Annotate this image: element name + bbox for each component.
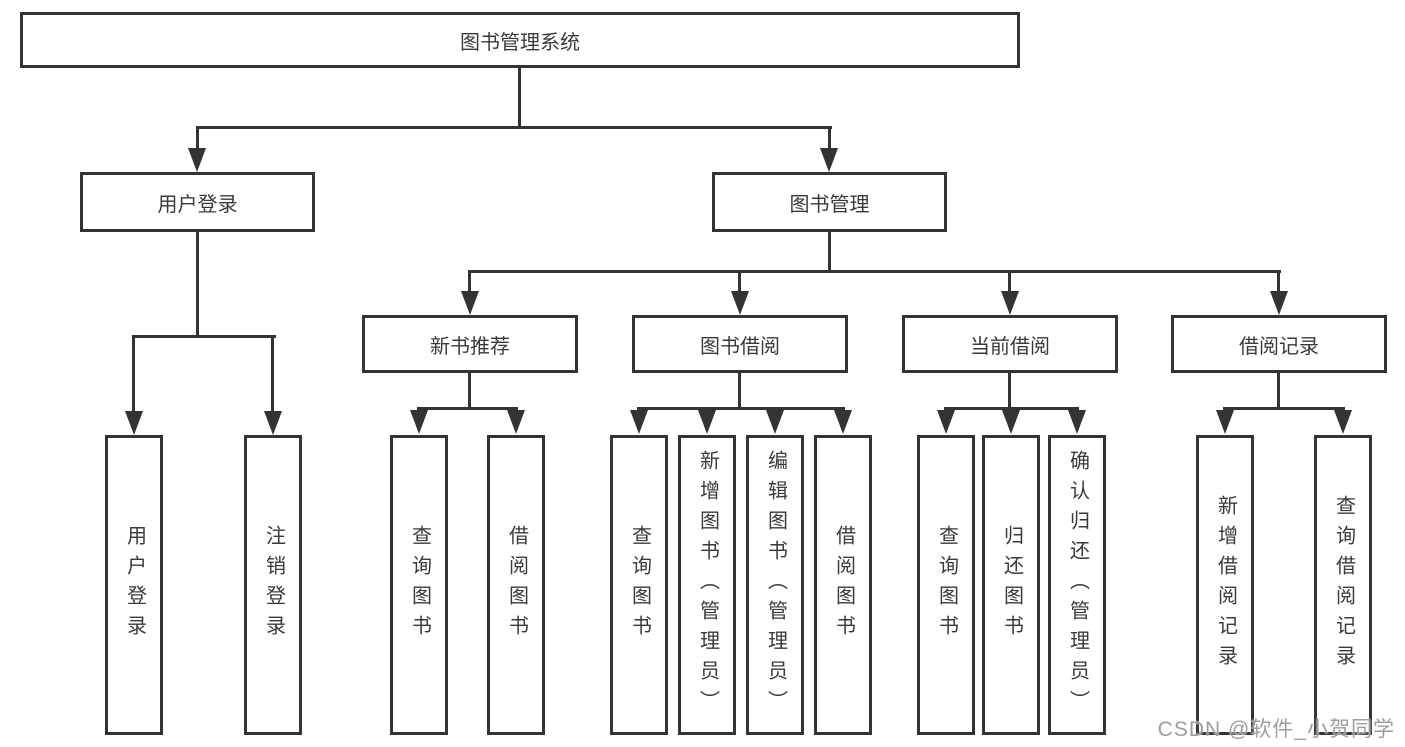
node-leaf-bb-edit-book-admin-label: 编辑图书（管理员） [764,450,787,720]
connector-line [637,407,845,410]
arrow-down-icon [1068,410,1086,434]
connector-line [828,232,831,270]
node-current-borrow: 当前借阅 [902,315,1118,373]
node-borrow-record: 借阅记录 [1171,315,1387,373]
node-current-borrow-label: 当前借阅 [970,335,1050,358]
node-new-book-recommend: 新书推荐 [362,315,578,373]
arrow-down-icon [410,410,428,434]
connector-line [417,407,518,410]
connector-line [196,126,832,129]
node-leaf-nb-query-book: 查询图书 [390,435,448,735]
connector-line [468,273,471,291]
node-leaf-user-login-label: 用户登录 [123,525,146,645]
node-leaf-logout-label: 注销登录 [262,525,285,645]
arrow-down-icon [698,410,716,434]
arrow-down-icon [820,148,838,172]
arrow-down-icon [264,411,282,435]
connector-line [1277,273,1280,291]
node-leaf-br-query-record: 查询借阅记录 [1314,435,1372,735]
arrow-down-icon [834,410,852,434]
arrow-down-icon [507,410,525,434]
node-root: 图书管理系统 [20,12,1020,68]
arrow-down-icon [766,410,784,434]
connector-line [944,407,1079,410]
node-leaf-br-add-record: 新增借阅记录 [1196,435,1254,735]
arrow-down-icon [1270,291,1288,315]
node-leaf-bb-borrow-book-label: 借阅图书 [832,525,855,645]
node-leaf-cb-confirm-return-admin-label: 确认归还（管理员） [1066,450,1089,720]
node-leaf-bb-edit-book-admin: 编辑图书（管理员） [746,435,804,735]
connector-line [738,273,741,291]
connector-line [132,335,276,338]
connector-line [196,129,199,149]
node-leaf-cb-return-book-label: 归还图书 [1000,525,1023,645]
arrow-down-icon [461,291,479,315]
arrow-down-icon [125,411,143,435]
node-book-management-label: 图书管理 [789,193,870,216]
node-leaf-bb-borrow-book: 借阅图书 [814,435,872,735]
arrow-down-icon [1334,410,1352,434]
node-leaf-nb-query-book-label: 查询图书 [408,525,431,645]
connector-line [1008,373,1011,407]
node-leaf-nb-borrow-book: 借阅图书 [487,435,545,735]
node-user-login: 用户登录 [80,172,315,232]
arrow-down-icon [630,410,648,434]
arrow-down-icon [731,291,749,315]
node-book-borrow: 图书借阅 [632,315,848,373]
node-leaf-user-login: 用户登录 [105,435,163,735]
node-user-login-label: 用户登录 [157,193,238,216]
node-leaf-bb-add-book-admin-label: 新增图书（管理员） [696,450,719,720]
node-leaf-bb-query-book: 查询图书 [610,435,668,735]
node-borrow-record-label: 借阅记录 [1239,335,1319,358]
arrow-down-icon [1001,291,1019,315]
node-leaf-br-add-record-label: 新增借阅记录 [1214,495,1237,675]
connector-line [1277,373,1280,407]
connector-line [518,68,521,126]
node-book-management: 图书管理 [712,172,947,232]
connector-line [1008,273,1011,291]
node-book-borrow-label: 图书借阅 [700,335,780,358]
node-leaf-cb-query-book: 查询图书 [917,435,975,735]
node-leaf-cb-return-book: 归还图书 [982,435,1040,735]
node-leaf-cb-query-book-label: 查询图书 [935,525,958,645]
connector-line [828,129,831,149]
node-leaf-br-query-record-label: 查询借阅记录 [1332,495,1355,675]
arrow-down-icon [1002,410,1020,434]
connector-line [132,338,135,411]
node-leaf-bb-query-book-label: 查询图书 [628,525,651,645]
node-root-label: 图书管理系统 [460,31,580,54]
arrow-down-icon [1216,410,1234,434]
node-leaf-cb-confirm-return-admin: 确认归还（管理员） [1048,435,1106,735]
connector-line [468,373,471,407]
arrow-down-icon [188,148,206,172]
node-leaf-bb-add-book-admin: 新增图书（管理员） [678,435,736,735]
watermark: CSDN @软件_小贺同学 [1157,718,1395,741]
connector-line [738,373,741,407]
connector-line [271,338,274,411]
connector-line [196,232,199,335]
arrow-down-icon [937,410,955,434]
connector-line [468,270,1281,273]
node-new-book-recommend-label: 新书推荐 [430,335,510,358]
node-leaf-nb-borrow-book-label: 借阅图书 [505,525,528,645]
connector-line [1223,407,1345,410]
node-leaf-logout: 注销登录 [244,435,302,735]
